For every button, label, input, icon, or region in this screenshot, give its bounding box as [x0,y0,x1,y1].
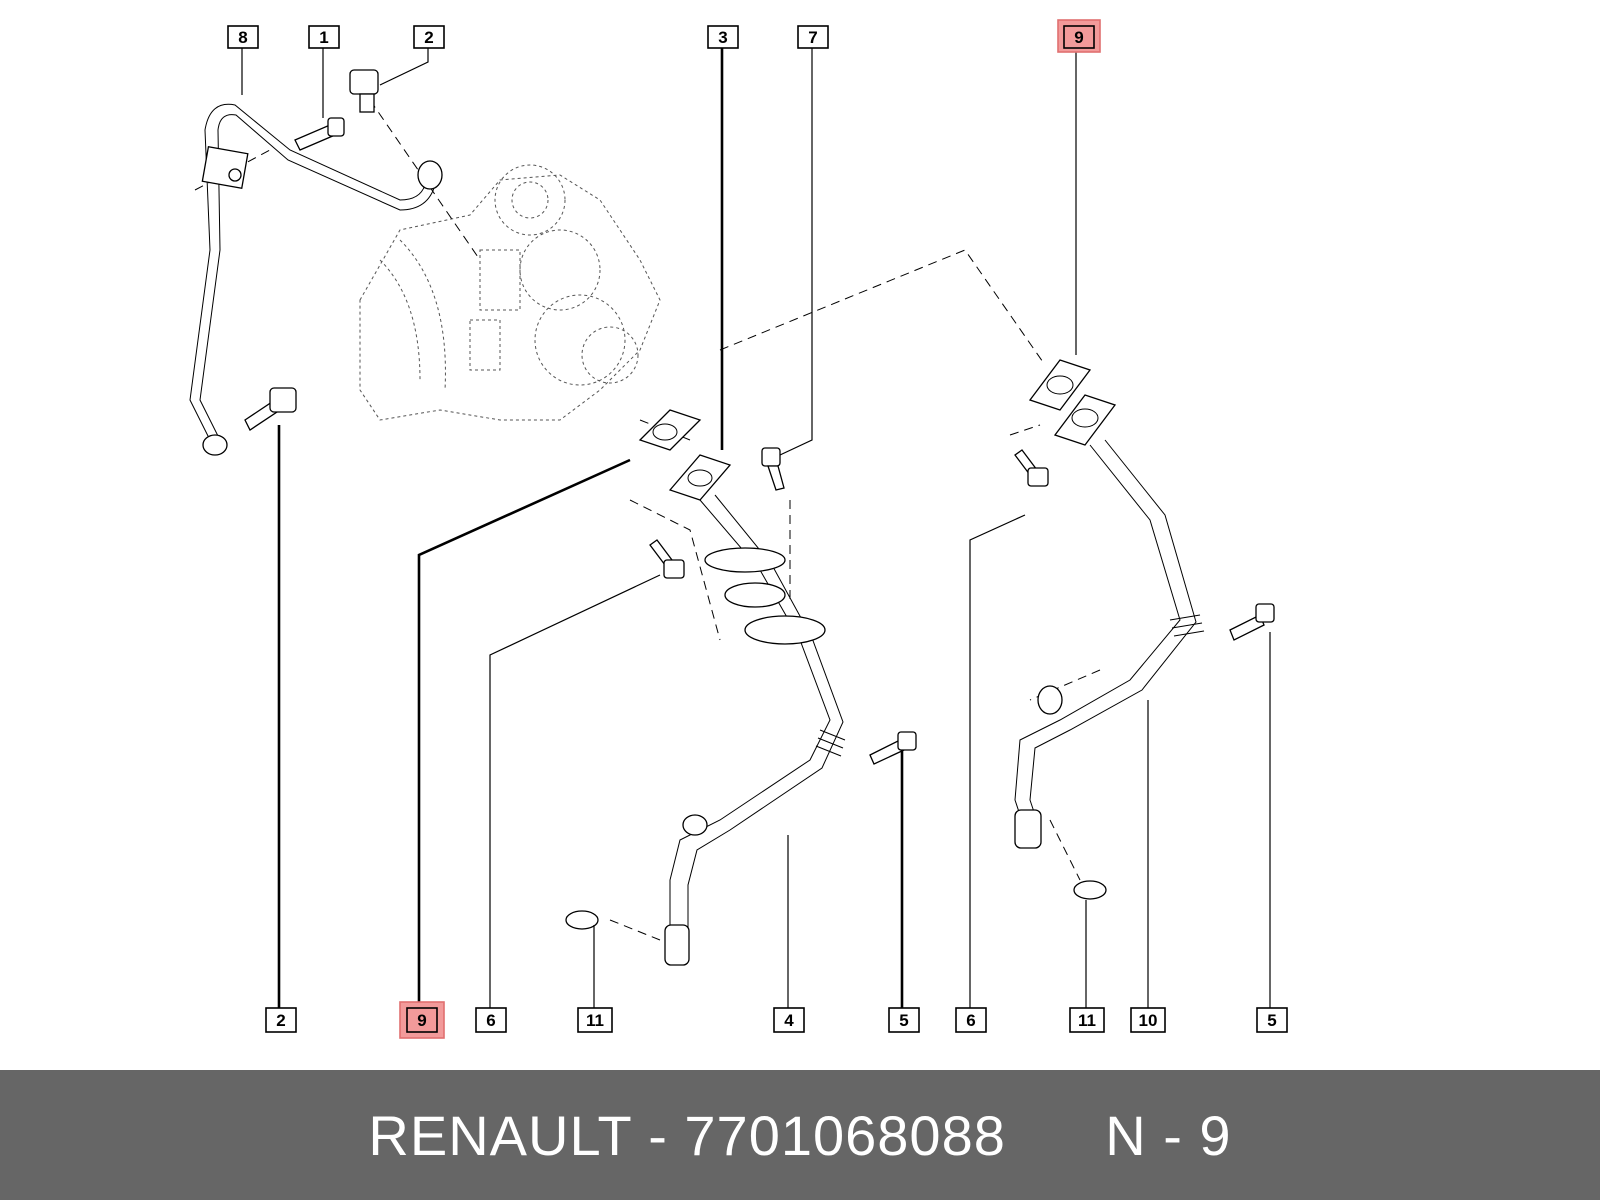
svg-text:6: 6 [966,1011,975,1030]
svg-text:3: 3 [718,28,727,47]
callout-5-right: 5 [1256,1007,1288,1033]
callout-4: 4 [773,1007,805,1033]
svg-text:8: 8 [238,28,247,47]
oil-feed-pipe [189,103,443,456]
callout-8: 8 [227,25,259,49]
callout-9-bottom-highlighted: 9 [399,1001,445,1039]
svg-text:10: 10 [1139,1011,1158,1030]
svg-text:6: 6 [486,1011,495,1030]
svg-text:9: 9 [417,1011,426,1030]
svg-text:5: 5 [1267,1011,1276,1030]
bolt-2-top [349,69,379,113]
oil-return-pipe-right [1014,359,1205,900]
bolt-6-right [1014,449,1049,487]
separator: - [631,1103,685,1167]
svg-text:1: 1 [319,28,328,47]
footer-caption: RENAULT - 7701068088 N - 9 [368,1103,1231,1168]
callout-2-bottom: 2 [265,1007,297,1033]
svg-text:5: 5 [899,1011,908,1030]
brand-name: RENAULT [368,1103,632,1167]
bolt-5-right [1229,603,1275,641]
bolt-6-left [649,539,685,579]
callout-3: 3 [707,25,739,49]
callout-11-left: 11 [577,1007,613,1033]
gap [1006,1104,1105,1167]
callout-7: 7 [797,25,829,49]
svg-text:11: 11 [586,1011,604,1030]
callout-5-left: 5 [888,1007,920,1033]
turbocharger-outline [359,164,661,421]
callout-6-right: 6 [955,1007,987,1033]
callout-1: 1 [308,25,340,49]
svg-text:4: 4 [784,1011,794,1030]
svg-text:2: 2 [276,1011,285,1030]
bolt-7 [761,447,785,491]
callout-11-right: 11 [1069,1007,1105,1033]
bolt-5-left [869,731,917,765]
part-number: 7701068088 [684,1103,1006,1167]
callouts-bottom: 2 9 6 11 4 5 6 11 [265,1001,1288,1039]
svg-text:7: 7 [808,28,817,47]
svg-text:9: 9 [1074,28,1083,47]
callout-10: 10 [1130,1007,1166,1033]
callout-9-top-highlighted: 9 [1057,19,1101,53]
svg-text:11: 11 [1078,1011,1096,1030]
bolt-2-lower [244,387,297,431]
callout-6-left: 6 [475,1007,507,1033]
callout-2-top: 2 [413,25,445,49]
leader-lines [241,48,1271,1008]
svg-text:2: 2 [424,28,433,47]
diagram-position: N - 9 [1105,1103,1232,1167]
callouts-top: 8 1 2 3 7 9 [227,19,1101,53]
footer-bar: RENAULT - 7701068088 N - 9 [0,1070,1600,1200]
exploded-parts-diagram: 8 1 2 3 7 9 2 9 [189,19,1288,1039]
bolt-1 [294,117,345,151]
oil-return-pipe-left [565,409,846,966]
